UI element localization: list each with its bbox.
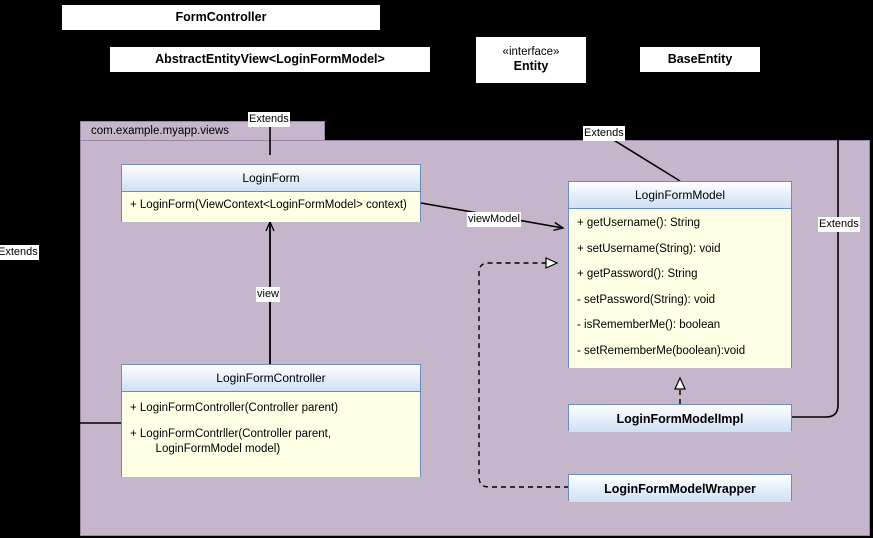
class-box-login-form-model-impl[interactable]: LoginFormModelImpl	[568, 404, 792, 432]
member-row: + LoginForm(ViewContext<LoginFormModel> …	[130, 199, 407, 211]
stereotype-label: «interface»	[502, 46, 560, 58]
external-class-name: Entity	[513, 59, 549, 74]
external-class-name: FormController	[175, 9, 267, 24]
class-name-header: LoginFormController	[122, 365, 420, 392]
external-class-name: BaseEntity	[667, 51, 733, 66]
class-members: + getUsername(): String + setUsername(St…	[569, 209, 791, 368]
external-class-name: AbstractEntityView<LoginFormModel>	[155, 51, 385, 66]
class-name-header: LoginForm	[122, 165, 420, 192]
class-box-login-form-controller[interactable]: LoginFormController + LoginFormControlle…	[121, 364, 421, 477]
class-box-login-form[interactable]: LoginForm + LoginForm(ViewContext<LoginF…	[121, 164, 421, 222]
class-box-login-form-model-wrapper[interactable]: LoginFormModelWrapper	[568, 474, 792, 502]
edge-label-extends-loginform: Extends	[248, 112, 290, 127]
edge-label-extends-baseentity: Extends	[818, 217, 860, 232]
class-members: + LoginFormController(Controller parent)…	[122, 392, 420, 477]
external-class-form-controller[interactable]: FormController	[62, 5, 380, 30]
external-class-abstract-entity-view[interactable]: AbstractEntityView<LoginFormModel>	[110, 47, 430, 72]
package-name-label: com.example.myapp.views	[91, 125, 230, 137]
class-members: + LoginForm(ViewContext<LoginFormModel> …	[122, 192, 420, 222]
external-class-base-entity[interactable]: BaseEntity	[640, 47, 760, 72]
member-row: + setUsername(String): void	[577, 242, 721, 255]
member-row: + getPassword(): String	[577, 268, 698, 281]
member-row: - setPassword(String): void	[577, 293, 716, 306]
class-name-header: LoginFormModelWrapper	[569, 475, 791, 502]
member-row: + LoginFormController(Controller parent)	[130, 402, 339, 414]
edge-label-viewmodel: viewModel	[467, 212, 521, 227]
member-row: - setRememberMe(boolean):void	[577, 344, 746, 357]
edge-label-extends-formcontroller: Extends	[0, 245, 39, 260]
class-box-login-form-model[interactable]: LoginFormModel + getUsername(): String +…	[568, 181, 792, 368]
edge-label-extends-loginformmodel: Extends	[583, 126, 625, 141]
member-row: + LoginFormContrller(Controller parent, …	[130, 427, 332, 456]
class-name-header: LoginFormModelImpl	[569, 405, 791, 432]
member-row: - isRememberMe(): boolean	[577, 319, 721, 332]
class-name-header: LoginFormModel	[569, 182, 791, 209]
edge-label-view: view	[256, 287, 281, 302]
member-row: + getUsername(): String	[577, 217, 701, 229]
external-class-entity[interactable]: «interface» Entity	[476, 37, 586, 83]
